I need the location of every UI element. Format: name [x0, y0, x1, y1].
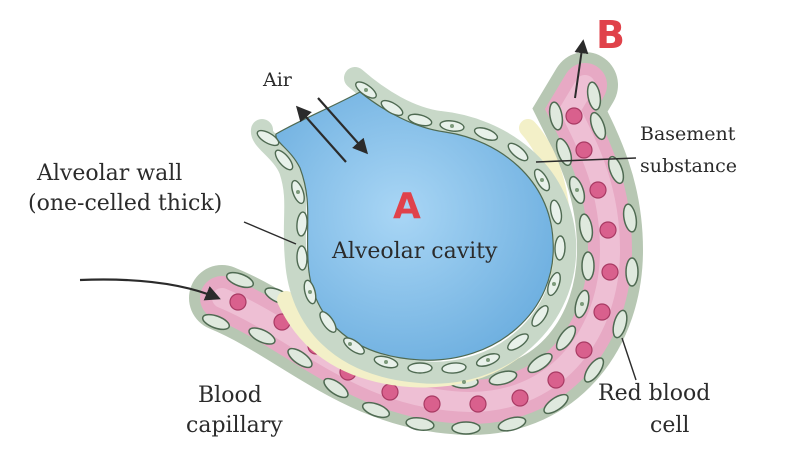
basement-label-line2: substance [640, 155, 737, 177]
alveolar-cavity-label: Alveolar cavity [331, 239, 498, 264]
air-label: Air [262, 69, 293, 91]
alveolar-wall-label-line1: Alveolar wall [36, 161, 182, 186]
alveolar-wall-label-line2: (one-celled thick) [28, 191, 222, 216]
marker-a: A [393, 186, 421, 227]
red-blood-cell-label-line1: Red blood [598, 381, 710, 406]
rbc-leader [622, 338, 636, 380]
blood-capillary-label-line2: capillary [186, 413, 283, 438]
blood-capillary-label-line1: Blood [198, 383, 262, 408]
red-blood-cell-label-line2: cell [650, 413, 689, 438]
marker-b: B [596, 13, 625, 57]
basement-label-line1: Basement [640, 123, 736, 145]
